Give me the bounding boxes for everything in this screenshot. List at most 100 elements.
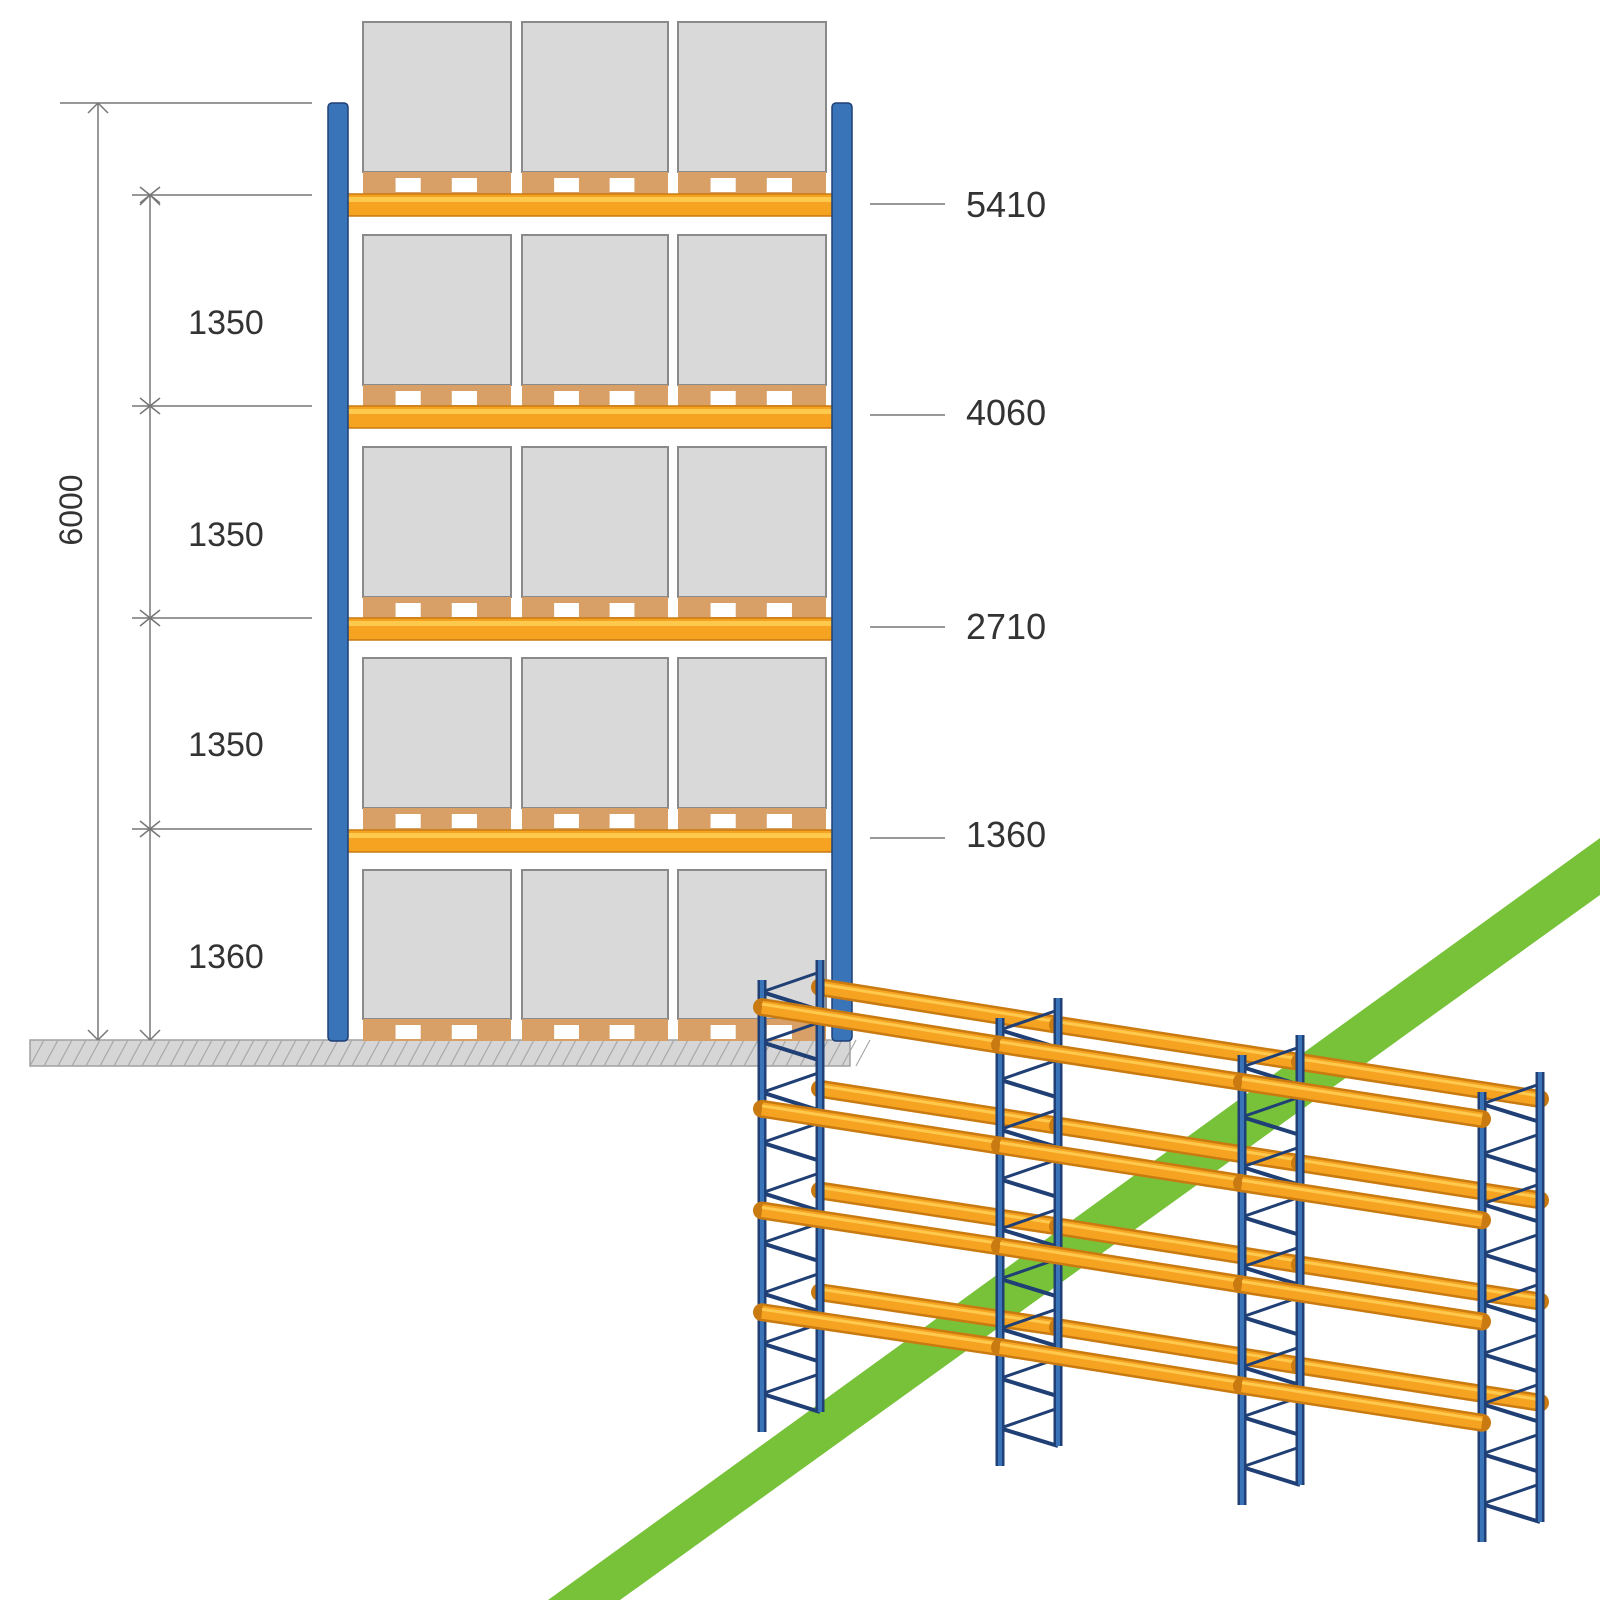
pallet-base [522, 808, 668, 830]
pallet-opening [451, 391, 477, 405]
elevation-beam-highlight [342, 409, 842, 414]
floor-hatch-line [631, 1039, 647, 1067]
pallet-box [521, 234, 669, 386]
floor-hatch-line [113, 1039, 129, 1067]
frame-brace [1481, 1482, 1541, 1506]
frame-brace [1241, 1115, 1301, 1137]
pallet-box [362, 657, 512, 809]
pallet-opening [554, 178, 579, 192]
floor-hatch-line [169, 1039, 185, 1067]
dimension-lines [60, 102, 945, 1041]
rack-3d-beam-face [1241, 1075, 1483, 1126]
floor-hatch-line [225, 1039, 241, 1067]
pallet-opening [766, 603, 792, 617]
pallet-opening [554, 814, 579, 828]
beam-level-label-2710: 2710 [966, 606, 1046, 647]
floor-hatch-line [827, 1039, 843, 1067]
rack-3d-beam-highlight [819, 1186, 1059, 1225]
pallet-opening [609, 814, 635, 828]
rack-3d-beam-face [1241, 1379, 1483, 1430]
overall-height-label: 6000 [53, 474, 89, 545]
pallet-opening [710, 1025, 736, 1039]
floor-hatch-line [323, 1039, 339, 1067]
spacing-label-4: 1360 [188, 938, 264, 976]
floor-hatch-line [239, 1039, 255, 1067]
frame-brace [999, 1058, 1059, 1082]
frame-brace [1241, 1345, 1301, 1369]
pallet-box [521, 21, 669, 173]
pallet-base [522, 1019, 668, 1041]
floor-hatch-line [673, 1039, 689, 1067]
floor-hatch-line [309, 1039, 325, 1067]
left-upright [327, 102, 349, 1042]
pallet-base [678, 808, 826, 830]
rack-3d-beam-face [818, 980, 1060, 1032]
frame-brace [761, 1140, 821, 1163]
pallet-opening [451, 814, 477, 828]
pallet-opening [395, 1025, 421, 1039]
frame-brace [761, 1372, 821, 1396]
frame-brace [999, 1276, 1059, 1299]
pallet-box [521, 446, 669, 598]
rack-3d-beam-face [761, 1102, 1001, 1153]
frame-brace [1241, 1095, 1301, 1119]
pallet-opening [609, 1025, 635, 1039]
frame-brace [1481, 1302, 1541, 1324]
pallet-opening [710, 814, 736, 828]
frame-brace [1241, 1195, 1301, 1219]
floor-hatch-line [687, 1039, 703, 1067]
frame-brace [999, 1008, 1059, 1032]
rack-3d-beam-highlight [1057, 1221, 1301, 1263]
frame-brace [1481, 1352, 1541, 1374]
pallet-box [362, 869, 512, 1020]
rack-3d-beam-highlight [999, 1040, 1243, 1081]
frame-brace [1481, 1452, 1541, 1474]
arrow-mark [139, 194, 151, 206]
rack-3d-upright-frame [1477, 1072, 1545, 1542]
rack-3d-beam-face [999, 1038, 1243, 1089]
frame-brace [999, 1157, 1059, 1181]
floor-hatch-line [771, 1039, 787, 1067]
rack-3d-beam-highlight [761, 1002, 1001, 1044]
pallet-base [363, 385, 511, 407]
rack-3d-beam-highlight [999, 1342, 1243, 1385]
pallet-box [521, 869, 669, 1020]
floor-hatch-line [155, 1039, 171, 1067]
floor-hatch-line [99, 1039, 115, 1067]
floor [29, 1039, 871, 1067]
rack-3d-beam-face [1299, 1055, 1541, 1106]
rack-3d-beam-face [761, 1204, 1001, 1253]
floor-hatch-line [659, 1039, 675, 1067]
pallet-box [677, 657, 827, 809]
pallet-opening [609, 603, 635, 617]
frame-brace [761, 1020, 821, 1044]
pallet-base [363, 172, 511, 194]
floor-hatch-line [281, 1039, 297, 1067]
arrow-mark [97, 102, 109, 114]
rack-3d-beam-highlight [999, 1241, 1243, 1283]
floor-hatch-line [701, 1039, 717, 1067]
floor-hatch-line [491, 1039, 507, 1067]
rack-3d-beam-highlight [1299, 1260, 1541, 1300]
floor-hatch-line [365, 1039, 381, 1067]
arrow-mark [149, 194, 161, 206]
tick-mark [139, 820, 161, 838]
pallet-base [522, 172, 668, 194]
floor-hatch-line [603, 1039, 619, 1067]
frame-brace [761, 1190, 821, 1214]
pallet-box [362, 234, 512, 386]
pallet-base [522, 385, 668, 407]
frame-brace [999, 1326, 1059, 1349]
floor-hatch-line [71, 1039, 87, 1067]
frame-brace [1241, 1465, 1301, 1487]
rack-3d-beam-highlight [1241, 1381, 1483, 1422]
floor-hatch-line [519, 1039, 535, 1067]
frame-brace [999, 1108, 1059, 1131]
rack-3d-beam-highlight [1057, 1020, 1301, 1061]
floor-hatch-line [421, 1039, 437, 1067]
pallet-box [677, 21, 827, 173]
frame-brace [1241, 1245, 1301, 1269]
pallet-opening [609, 178, 635, 192]
pallet-box [677, 869, 827, 1020]
tick-mark [139, 397, 161, 415]
